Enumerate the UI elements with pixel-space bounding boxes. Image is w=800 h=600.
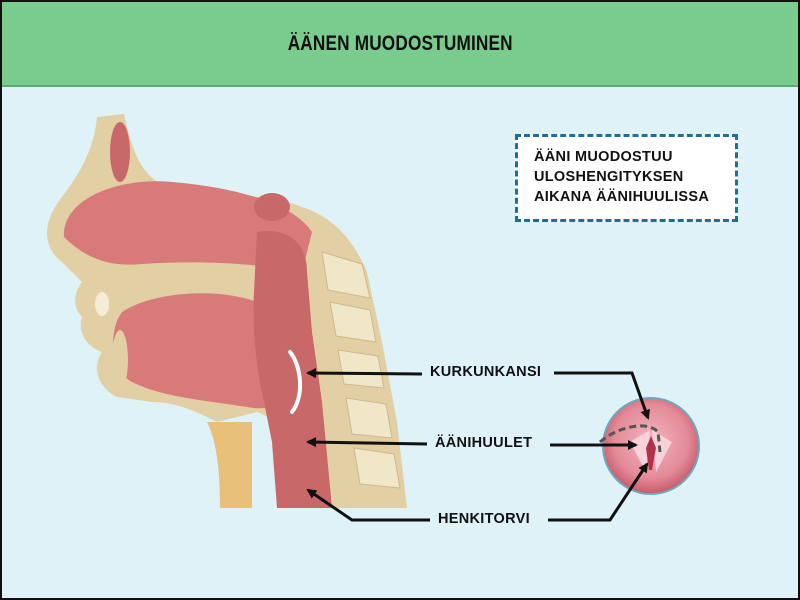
arrow-trachea-left	[306, 488, 430, 522]
nasal-cavity	[63, 181, 312, 272]
arrow-trachea-right	[548, 462, 649, 522]
tongue	[113, 293, 299, 409]
info-line-3: AIKANA ÄÄNIHUULISSA	[534, 189, 710, 205]
neck-skin	[207, 422, 252, 508]
arrow-epiglottis-right	[554, 371, 651, 420]
tooth-lower	[112, 330, 128, 390]
info-line-2: ULOSHENGITYKSEN	[534, 169, 684, 185]
vertebrae	[321, 251, 401, 489]
sphenoid	[254, 193, 290, 221]
tooth-upper	[95, 292, 109, 316]
label-epiglottis: KURKUNKANSI	[430, 364, 542, 380]
info-box: ÄÄNI MUODOSTUU ULOSHENGITYKSEN AIKANA ÄÄ…	[515, 134, 738, 222]
page-title: ÄÄNEN MUODOSTUMINEN	[287, 31, 513, 55]
sinus	[110, 122, 130, 182]
arrows	[306, 368, 651, 522]
vocal-fold-right	[652, 430, 672, 472]
epiglottis-shape	[288, 350, 303, 414]
vocal-cords-dashed-indicator	[599, 424, 662, 453]
glottis	[646, 436, 656, 470]
header-bar: ÄÄNEN MUODOSTUMINEN	[2, 2, 798, 87]
info-line-1: ÄÄNI MUODOSTUU	[534, 149, 673, 165]
label-vocal-cords: ÄÄNIHUULET	[435, 435, 533, 451]
arrow-vocal-cords-left	[306, 437, 428, 448]
label-trachea: HENKITORVI	[438, 511, 530, 527]
arrow-epiglottis-left	[306, 368, 423, 379]
